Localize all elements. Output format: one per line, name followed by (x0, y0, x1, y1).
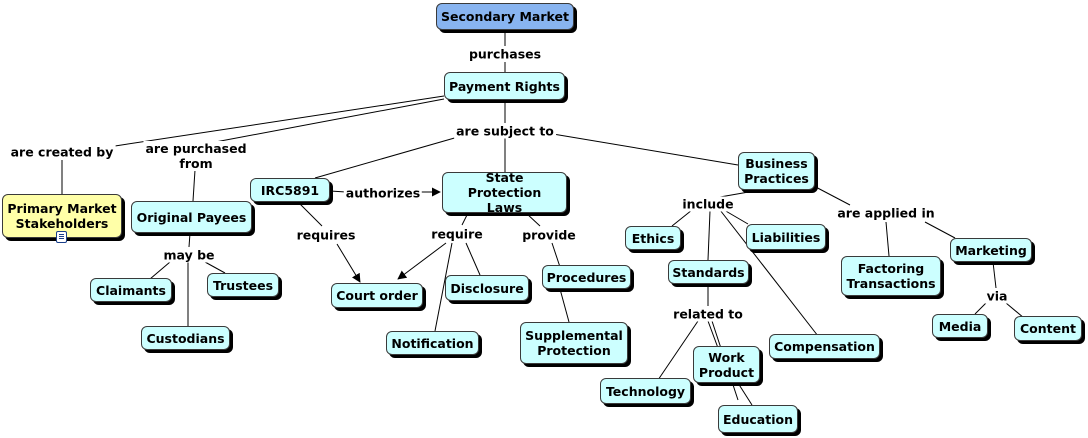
node-disclosure[interactable]: Disclosure (445, 275, 529, 301)
node-irc5891[interactable]: IRC5891 (250, 178, 330, 202)
link-via: via (984, 288, 1010, 304)
link-include: include (680, 196, 736, 212)
node-education[interactable]: Education (718, 405, 798, 433)
node-compensation[interactable]: Compensation (769, 334, 880, 359)
node-custodians[interactable]: Custodians (141, 326, 230, 350)
node-work-product[interactable]: Work Product (693, 346, 760, 383)
node-content[interactable]: Content (1014, 316, 1082, 341)
link-are-purchased-from: are purchased from (143, 141, 249, 171)
node-state-protection-laws[interactable]: State Protection Laws (442, 170, 567, 215)
node-business-practices[interactable]: Business Practices (738, 152, 815, 190)
link-related-to: related to (671, 306, 745, 322)
node-supplemental-protection[interactable]: Supplemental Protection (520, 322, 628, 364)
node-technology[interactable]: Technology (600, 378, 691, 404)
node-media[interactable]: Media (932, 314, 988, 338)
node-ethics[interactable]: Ethics (625, 226, 681, 250)
node-claimants[interactable]: Claimants (90, 278, 172, 302)
link-provide: provide (520, 227, 578, 243)
node-payment-rights[interactable]: Payment Rights (444, 72, 565, 100)
link-require: require (429, 226, 485, 242)
node-standards[interactable]: Standards (668, 260, 749, 284)
node-marketing[interactable]: Marketing (950, 238, 1032, 262)
node-secondary-market[interactable]: Secondary Market (436, 3, 574, 30)
link-purchases: purchases (466, 46, 544, 62)
node-procedures[interactable]: Procedures (542, 265, 631, 289)
link-may-be: may be (161, 247, 217, 263)
node-original-payees[interactable]: Original Payees (131, 201, 252, 233)
node-factoring-transactions[interactable]: Factoring Transactions (841, 256, 941, 296)
node-trustees[interactable]: Trustees (207, 273, 279, 297)
node-court-order[interactable]: Court order (331, 283, 423, 308)
document-icon[interactable] (56, 231, 67, 243)
link-are-applied-in: are applied in (835, 205, 937, 221)
link-requires: requires (294, 227, 358, 243)
link-authorizes: authorizes (343, 185, 423, 201)
link-are-created-by: are created by (8, 144, 116, 160)
node-notification[interactable]: Notification (386, 331, 479, 355)
node-liabilities[interactable]: Liabilities (746, 224, 826, 250)
link-are-subject-to: are subject to (454, 123, 556, 139)
